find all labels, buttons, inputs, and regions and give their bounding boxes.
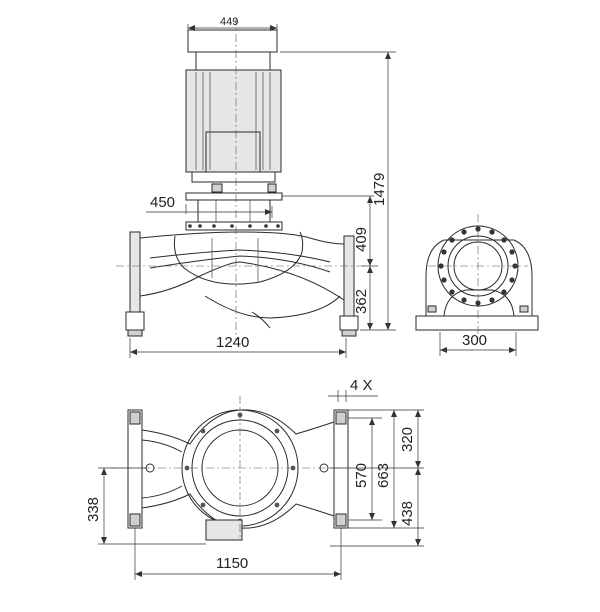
dim-top-offset: 320 xyxy=(399,427,416,452)
dim-upper-height: 409 xyxy=(353,227,370,252)
dim-foot-span: 570 xyxy=(353,463,370,488)
dim-length: 1240 xyxy=(216,334,249,351)
outlet-flange xyxy=(339,235,359,337)
side-dimensions: 300 xyxy=(439,332,517,356)
lantern xyxy=(185,192,283,231)
dim-bolt-count: 4 X xyxy=(350,377,373,394)
plan-dimensions: 4 X 570 663 320 438 338 1150 xyxy=(85,377,424,580)
plan-view xyxy=(110,396,350,541)
dim-bottom-offset: 438 xyxy=(399,501,416,526)
dim-left-offset: 338 xyxy=(85,497,102,522)
inlet-flange xyxy=(125,231,145,337)
dim-total-height: 1479 xyxy=(371,173,388,206)
motor xyxy=(185,29,282,193)
dim-flange-height: 450 xyxy=(150,194,175,211)
front-dimensions: 449 450 1479 409 362 1240 xyxy=(129,16,396,358)
side-view xyxy=(415,214,539,340)
front-view xyxy=(116,18,366,340)
dim-foot-outer: 663 xyxy=(375,463,392,488)
pump-casing xyxy=(139,231,345,329)
dim-base-width: 300 xyxy=(462,332,487,349)
dim-plan-length: 1150 xyxy=(216,555,248,572)
dim-motor-width: 449 xyxy=(220,16,238,28)
dim-lower-height: 362 xyxy=(353,289,370,314)
